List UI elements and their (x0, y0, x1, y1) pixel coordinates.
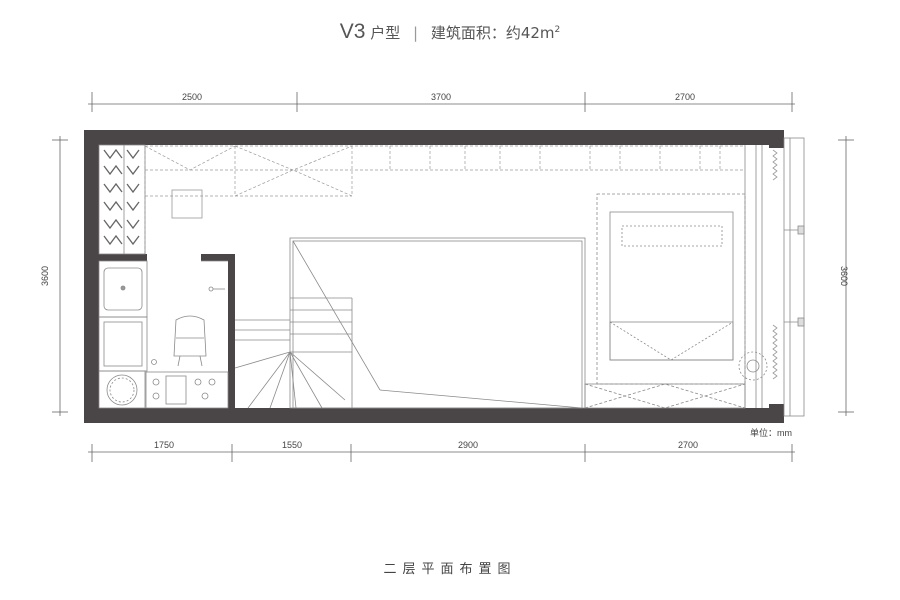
dim-top-2: 3700 (431, 92, 451, 102)
area-superscript: 2 (554, 25, 561, 35)
dimension-labels: 2500 3700 2700 1750 1550 2900 2700 3600 … (40, 92, 849, 450)
double-height-void (289, 237, 586, 409)
dimension-lines (52, 92, 854, 462)
staircase (234, 297, 353, 409)
dim-top-1: 2500 (182, 92, 202, 102)
layout-type: 户型 (370, 24, 401, 42)
title-separator: | (412, 24, 419, 42)
wardrobe (98, 144, 203, 255)
dim-left: 3600 (40, 266, 50, 286)
plan-subtitle: 二层平面布置图 (383, 562, 517, 577)
plan-title: V3 户型 | 建筑面积：约42m2 (0, 20, 900, 44)
bathroom (98, 260, 229, 409)
dim-bottom-2: 1550 (282, 440, 302, 450)
bed (584, 193, 768, 409)
overhead-cabinets (144, 145, 745, 254)
dim-top-3: 2700 (675, 92, 695, 102)
dim-bottom-3: 2900 (458, 440, 478, 450)
area-label: 建筑面积：约42m (430, 24, 555, 42)
model-name: V3 (339, 20, 366, 43)
unit-label: 单位：mm (750, 427, 792, 438)
balcony-window (744, 137, 805, 417)
hanger-marks (103, 148, 140, 246)
dim-bottom-1: 1750 (154, 440, 174, 450)
walls (84, 130, 784, 423)
dim-bottom-4: 2700 (678, 440, 698, 450)
dim-right: 3600 (839, 266, 849, 286)
